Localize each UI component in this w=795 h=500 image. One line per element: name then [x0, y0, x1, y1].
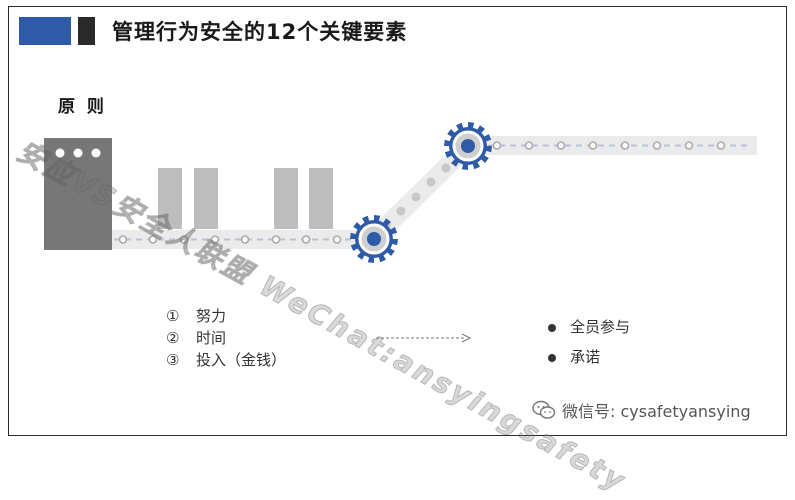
diagonal-node	[411, 192, 421, 202]
section-heading: 原 则	[58, 97, 107, 117]
slide: 管理行为安全的12个关键要素 原 则	[8, 6, 787, 499]
track-node	[118, 235, 128, 244]
list-item: 承诺	[548, 342, 630, 372]
item-label: 承诺	[570, 348, 601, 366]
wechat-icon	[532, 400, 556, 419]
block-dot	[55, 148, 65, 158]
bar-block	[309, 168, 333, 229]
item-number: ②	[166, 329, 180, 347]
track-node	[271, 235, 281, 244]
track-node	[652, 141, 662, 150]
bullet-icon	[548, 323, 556, 332]
track-node	[210, 235, 220, 244]
frame-right-border	[786, 6, 787, 436]
item-label: 时间	[196, 329, 227, 347]
block-dot	[73, 148, 83, 158]
item-label: 投入（金钱）	[196, 351, 287, 369]
process-diagram	[44, 122, 757, 343]
item-label: 努力	[196, 307, 227, 325]
frame-bottom-border	[8, 435, 787, 436]
track-node	[240, 235, 250, 244]
track-node	[716, 141, 726, 150]
gear-icon	[350, 215, 398, 263]
arrow-head	[461, 333, 472, 343]
track-node	[588, 141, 598, 150]
bullet-icon	[548, 353, 556, 362]
track-node	[524, 141, 534, 150]
list-item: 全员参与	[548, 312, 630, 342]
diagonal-node	[426, 177, 436, 187]
item-number: ①	[166, 307, 180, 325]
title-accent-dark	[78, 17, 95, 45]
title-accent-blue	[19, 17, 71, 45]
track-node	[332, 235, 342, 244]
track-node	[301, 235, 311, 244]
track-node	[684, 141, 694, 150]
footer-text: 微信号: cysafetyansying	[562, 402, 751, 421]
frame-top-border	[8, 6, 787, 7]
outcome-list: 全员参与 承诺	[548, 312, 630, 372]
bar-block	[158, 168, 182, 229]
footer-credit: 微信号: cysafetyansying	[532, 398, 751, 422]
track-node	[556, 141, 566, 150]
list-item: ① 努力	[166, 305, 286, 327]
slide-title: 管理行为安全的12个关键要素	[112, 20, 408, 44]
track-node	[148, 235, 158, 244]
track-node	[620, 141, 630, 150]
bar-block	[194, 168, 218, 229]
bar-block	[274, 168, 298, 229]
input-list: ① 努力 ② 时间 ③ 投入（金钱）	[166, 305, 286, 371]
block-dot	[91, 148, 101, 158]
diagonal-node	[396, 206, 406, 216]
frame-left-border	[8, 6, 9, 436]
list-item: ② 时间	[166, 327, 286, 349]
item-number: ③	[166, 351, 180, 369]
diagonal-node	[441, 163, 451, 173]
track-node	[179, 235, 189, 244]
list-item: ③ 投入（金钱）	[166, 349, 286, 371]
item-label: 全员参与	[570, 318, 631, 336]
gear-icon	[444, 122, 492, 170]
track-node	[492, 141, 502, 150]
